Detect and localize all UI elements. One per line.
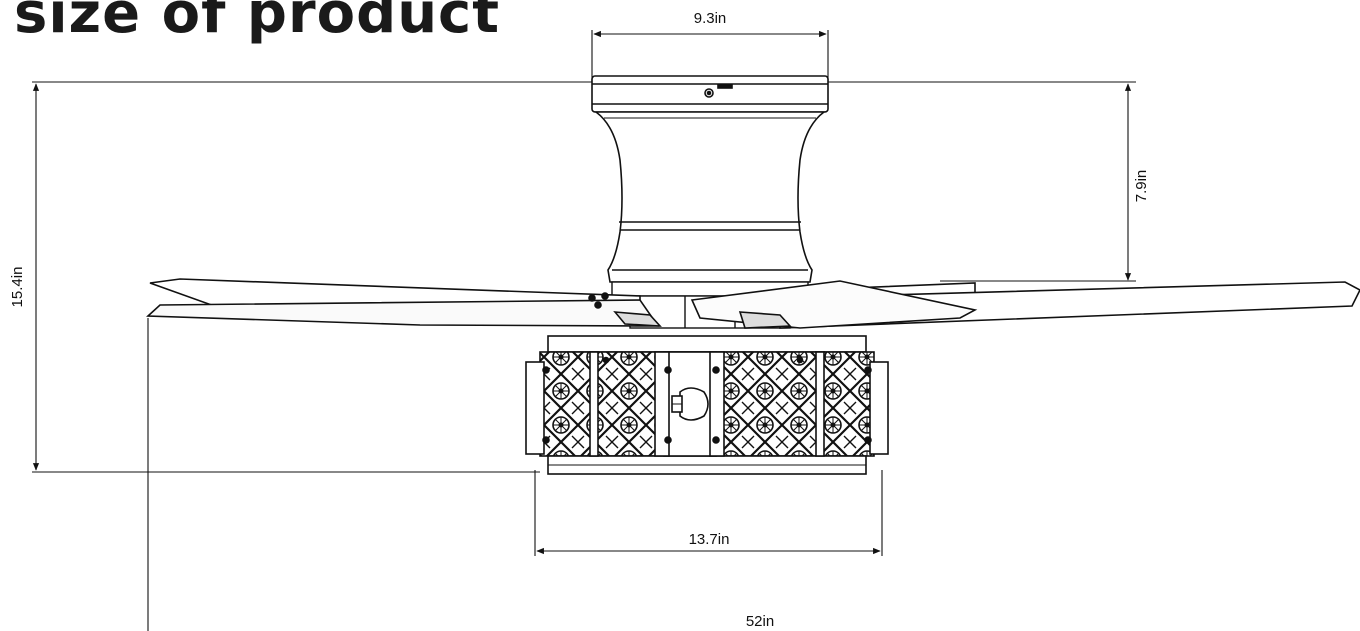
- page-title: size of product: [14, 0, 501, 46]
- blade-left-near: [146, 299, 660, 327]
- fan-blades: [146, 278, 1360, 329]
- light-bulb-icon: [679, 387, 709, 421]
- blade-span-label: 52in: [746, 613, 774, 630]
- overall-height-label: 15.4in: [9, 267, 26, 308]
- light-kit-width-label: 13.7in: [689, 531, 730, 548]
- dimension-lines: [32, 30, 1136, 631]
- canopy-width-label: 9.3in: [694, 10, 727, 27]
- fan-canopy: [591, 75, 829, 113]
- fan-motor-housing: [593, 111, 827, 283]
- downrod-height-label: 7.9in: [1133, 170, 1150, 203]
- light-kit-cage: [525, 335, 889, 475]
